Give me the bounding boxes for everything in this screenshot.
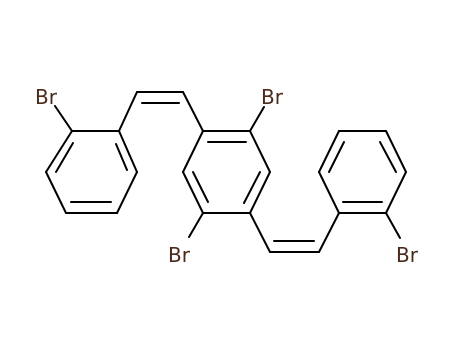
bond [182, 171, 204, 214]
atom-label-br: Br [35, 85, 58, 109]
bond [318, 171, 340, 214]
bond-to-br [54, 105, 73, 132]
bond [55, 142, 74, 173]
right-bromophenyl-ring [318, 130, 407, 214]
bond [45, 130, 73, 173]
bond-to-br [188, 212, 204, 238]
bond [45, 171, 67, 214]
bond [385, 171, 407, 214]
bond [182, 91, 204, 132]
bond [192, 171, 209, 203]
left-vinylene-linker [118, 91, 204, 132]
left-bromophenyl-ring [45, 130, 138, 214]
bond [115, 143, 128, 171]
central-dibromophenylene-ring [182, 130, 271, 214]
atom-label-br: Br [168, 243, 191, 267]
bond [118, 91, 138, 132]
bond [249, 212, 271, 253]
bond-to-br [249, 106, 265, 132]
atom-label-br: Br [261, 85, 284, 109]
right-vinylene-linker [249, 212, 340, 253]
bond [182, 130, 204, 173]
bond [318, 212, 340, 253]
bond [118, 130, 138, 173]
bond [385, 130, 407, 173]
bond [243, 171, 261, 204]
bond [249, 171, 271, 214]
bond [249, 130, 271, 173]
atom-label-br: Br [396, 243, 419, 267]
bond [379, 141, 397, 173]
bond [328, 141, 345, 173]
bond [318, 130, 340, 173]
bond-to-br [385, 212, 401, 239]
bond [116, 171, 138, 214]
